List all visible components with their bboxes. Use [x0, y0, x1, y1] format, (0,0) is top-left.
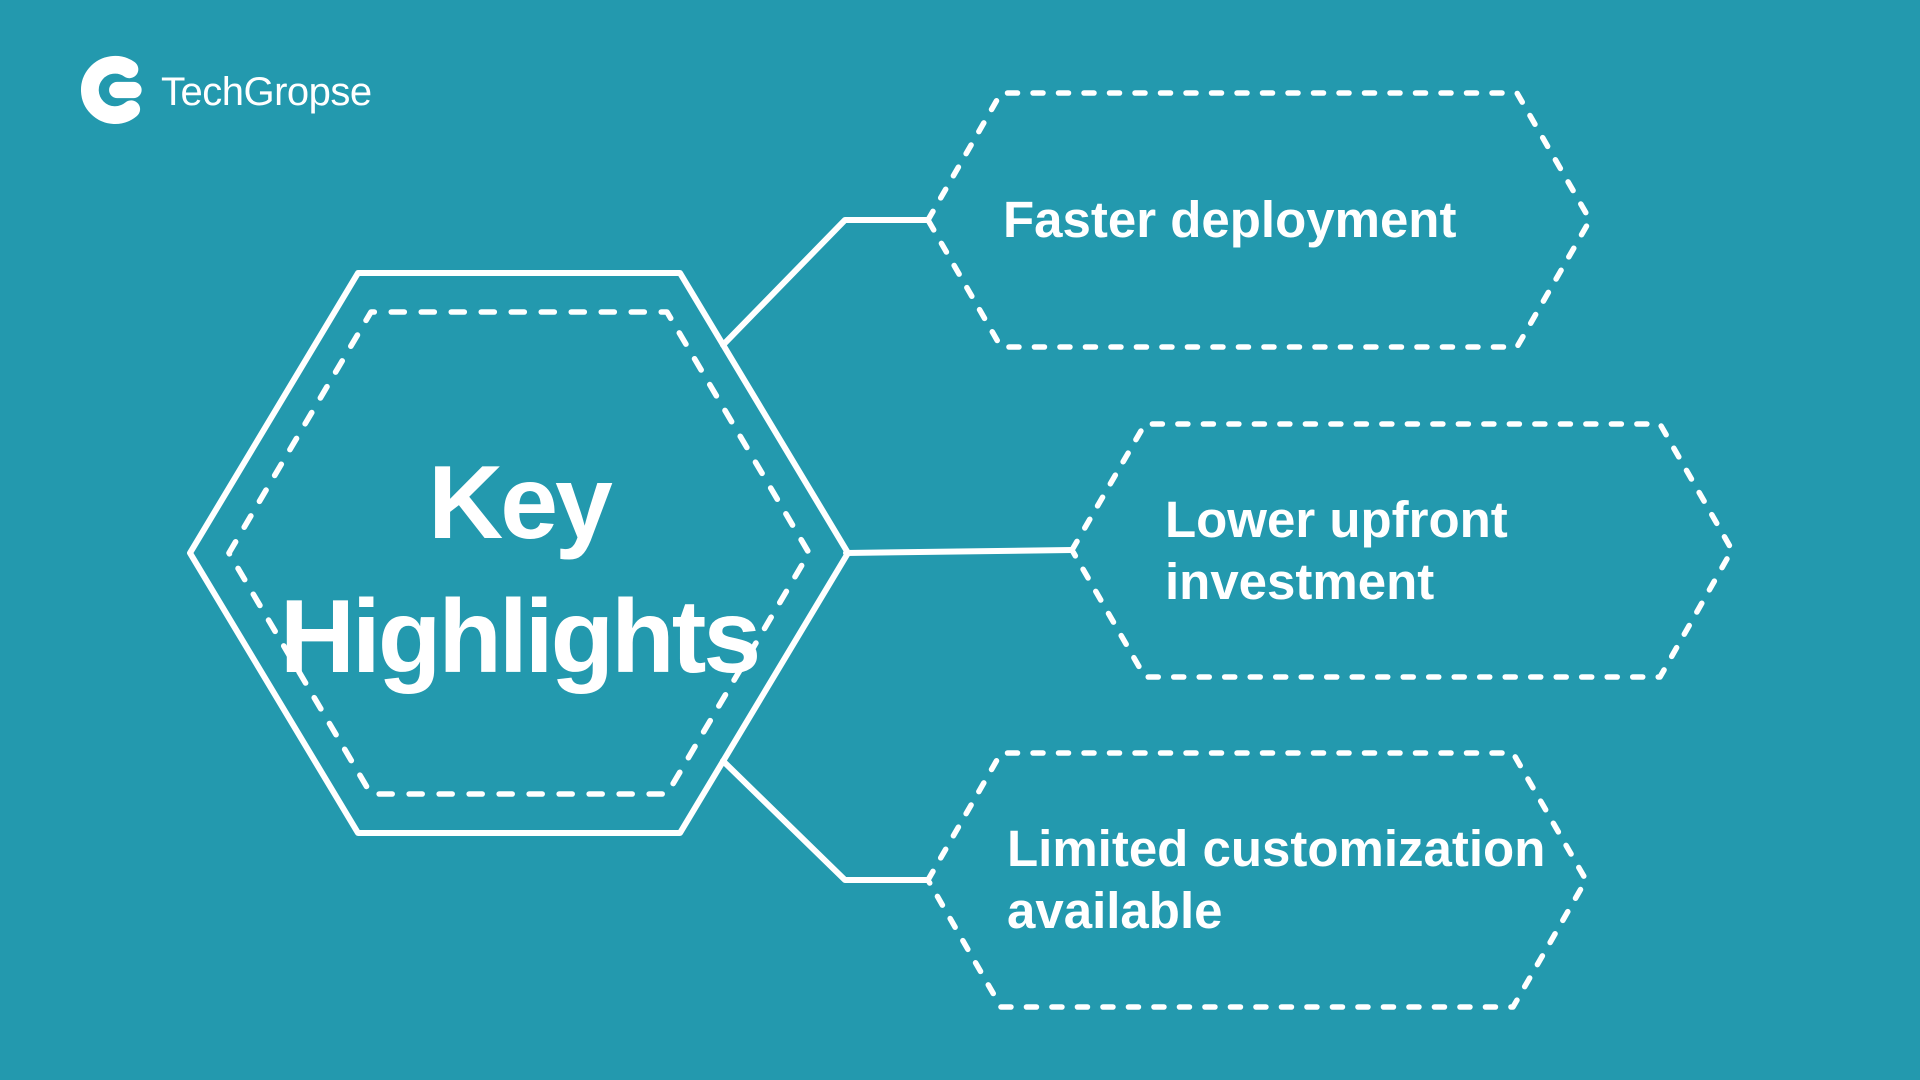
center-title-line: Key [428, 445, 613, 561]
node-label-line: Lower upfront [1165, 490, 1508, 548]
center-hexagon-outline [187, 270, 851, 836]
brand-name: TechGropse [161, 69, 372, 114]
techgropse-logo: TechGropse [78, 50, 372, 124]
node-label-line: Limited customization [1007, 820, 1546, 877]
node-label-lower-upfront-investment: Lower upfront investment [1165, 424, 1508, 677]
connector-line-bottom [720, 758, 931, 883]
node-hexagon-limited-customization [925, 750, 1589, 1010]
center-title: Key Highlights [190, 290, 848, 850]
connector-line-top [720, 217, 931, 348]
node-label-line: investment [1165, 552, 1435, 610]
node-label-line: available [1007, 882, 1223, 939]
node-label-faster-deployment: Faster deployment [1003, 93, 1456, 347]
center-title-line: Highlights [279, 579, 761, 695]
node-label-line: Faster deployment [1003, 191, 1457, 248]
center-hexagon-dashed-border [226, 309, 812, 797]
techgropse-g-logo-icon [81, 55, 142, 124]
node-label-limited-customization: Limited customization available [1007, 753, 1545, 1007]
connector-line-middle [843, 547, 1075, 556]
